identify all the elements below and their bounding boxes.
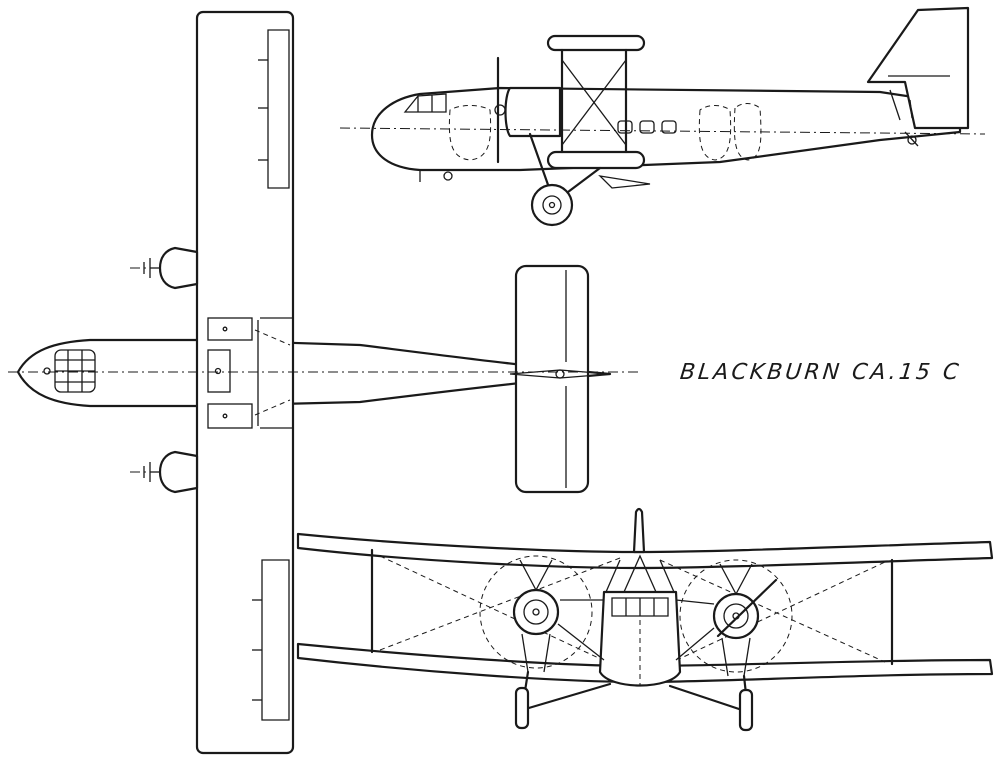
front-fin bbox=[632, 507, 646, 554]
front-lower-wing bbox=[296, 642, 994, 684]
plan-centre-section bbox=[207, 317, 253, 429]
front-engine-right bbox=[679, 559, 793, 677]
front-interplane-struts bbox=[370, 548, 894, 669]
side-undercarriage bbox=[528, 132, 651, 227]
front-upper-wing bbox=[296, 532, 994, 570]
side-upper-wing bbox=[546, 34, 646, 52]
plan-wing bbox=[195, 10, 295, 755]
front-elevation bbox=[296, 507, 994, 732]
front-engine-left bbox=[479, 555, 593, 673]
side-tail-fin bbox=[866, 6, 970, 130]
plan-ailerons bbox=[252, 29, 290, 721]
plan-engine-nacelle-upper bbox=[130, 246, 199, 290]
side-lower-wing bbox=[546, 150, 646, 170]
front-undercarriage bbox=[514, 670, 754, 732]
plan-view bbox=[8, 10, 640, 755]
plan-engine-nacelle-lower bbox=[130, 450, 199, 494]
side-engine bbox=[494, 56, 562, 164]
side-cockpit bbox=[403, 93, 447, 113]
plan-tailplane bbox=[509, 264, 611, 494]
side-elevation bbox=[339, 6, 986, 227]
plan-wing-root-fairing bbox=[257, 317, 293, 429]
plan-cockpit-glazing bbox=[43, 349, 96, 393]
drawing-title: BLACKBURN CA.15 C bbox=[678, 360, 963, 385]
